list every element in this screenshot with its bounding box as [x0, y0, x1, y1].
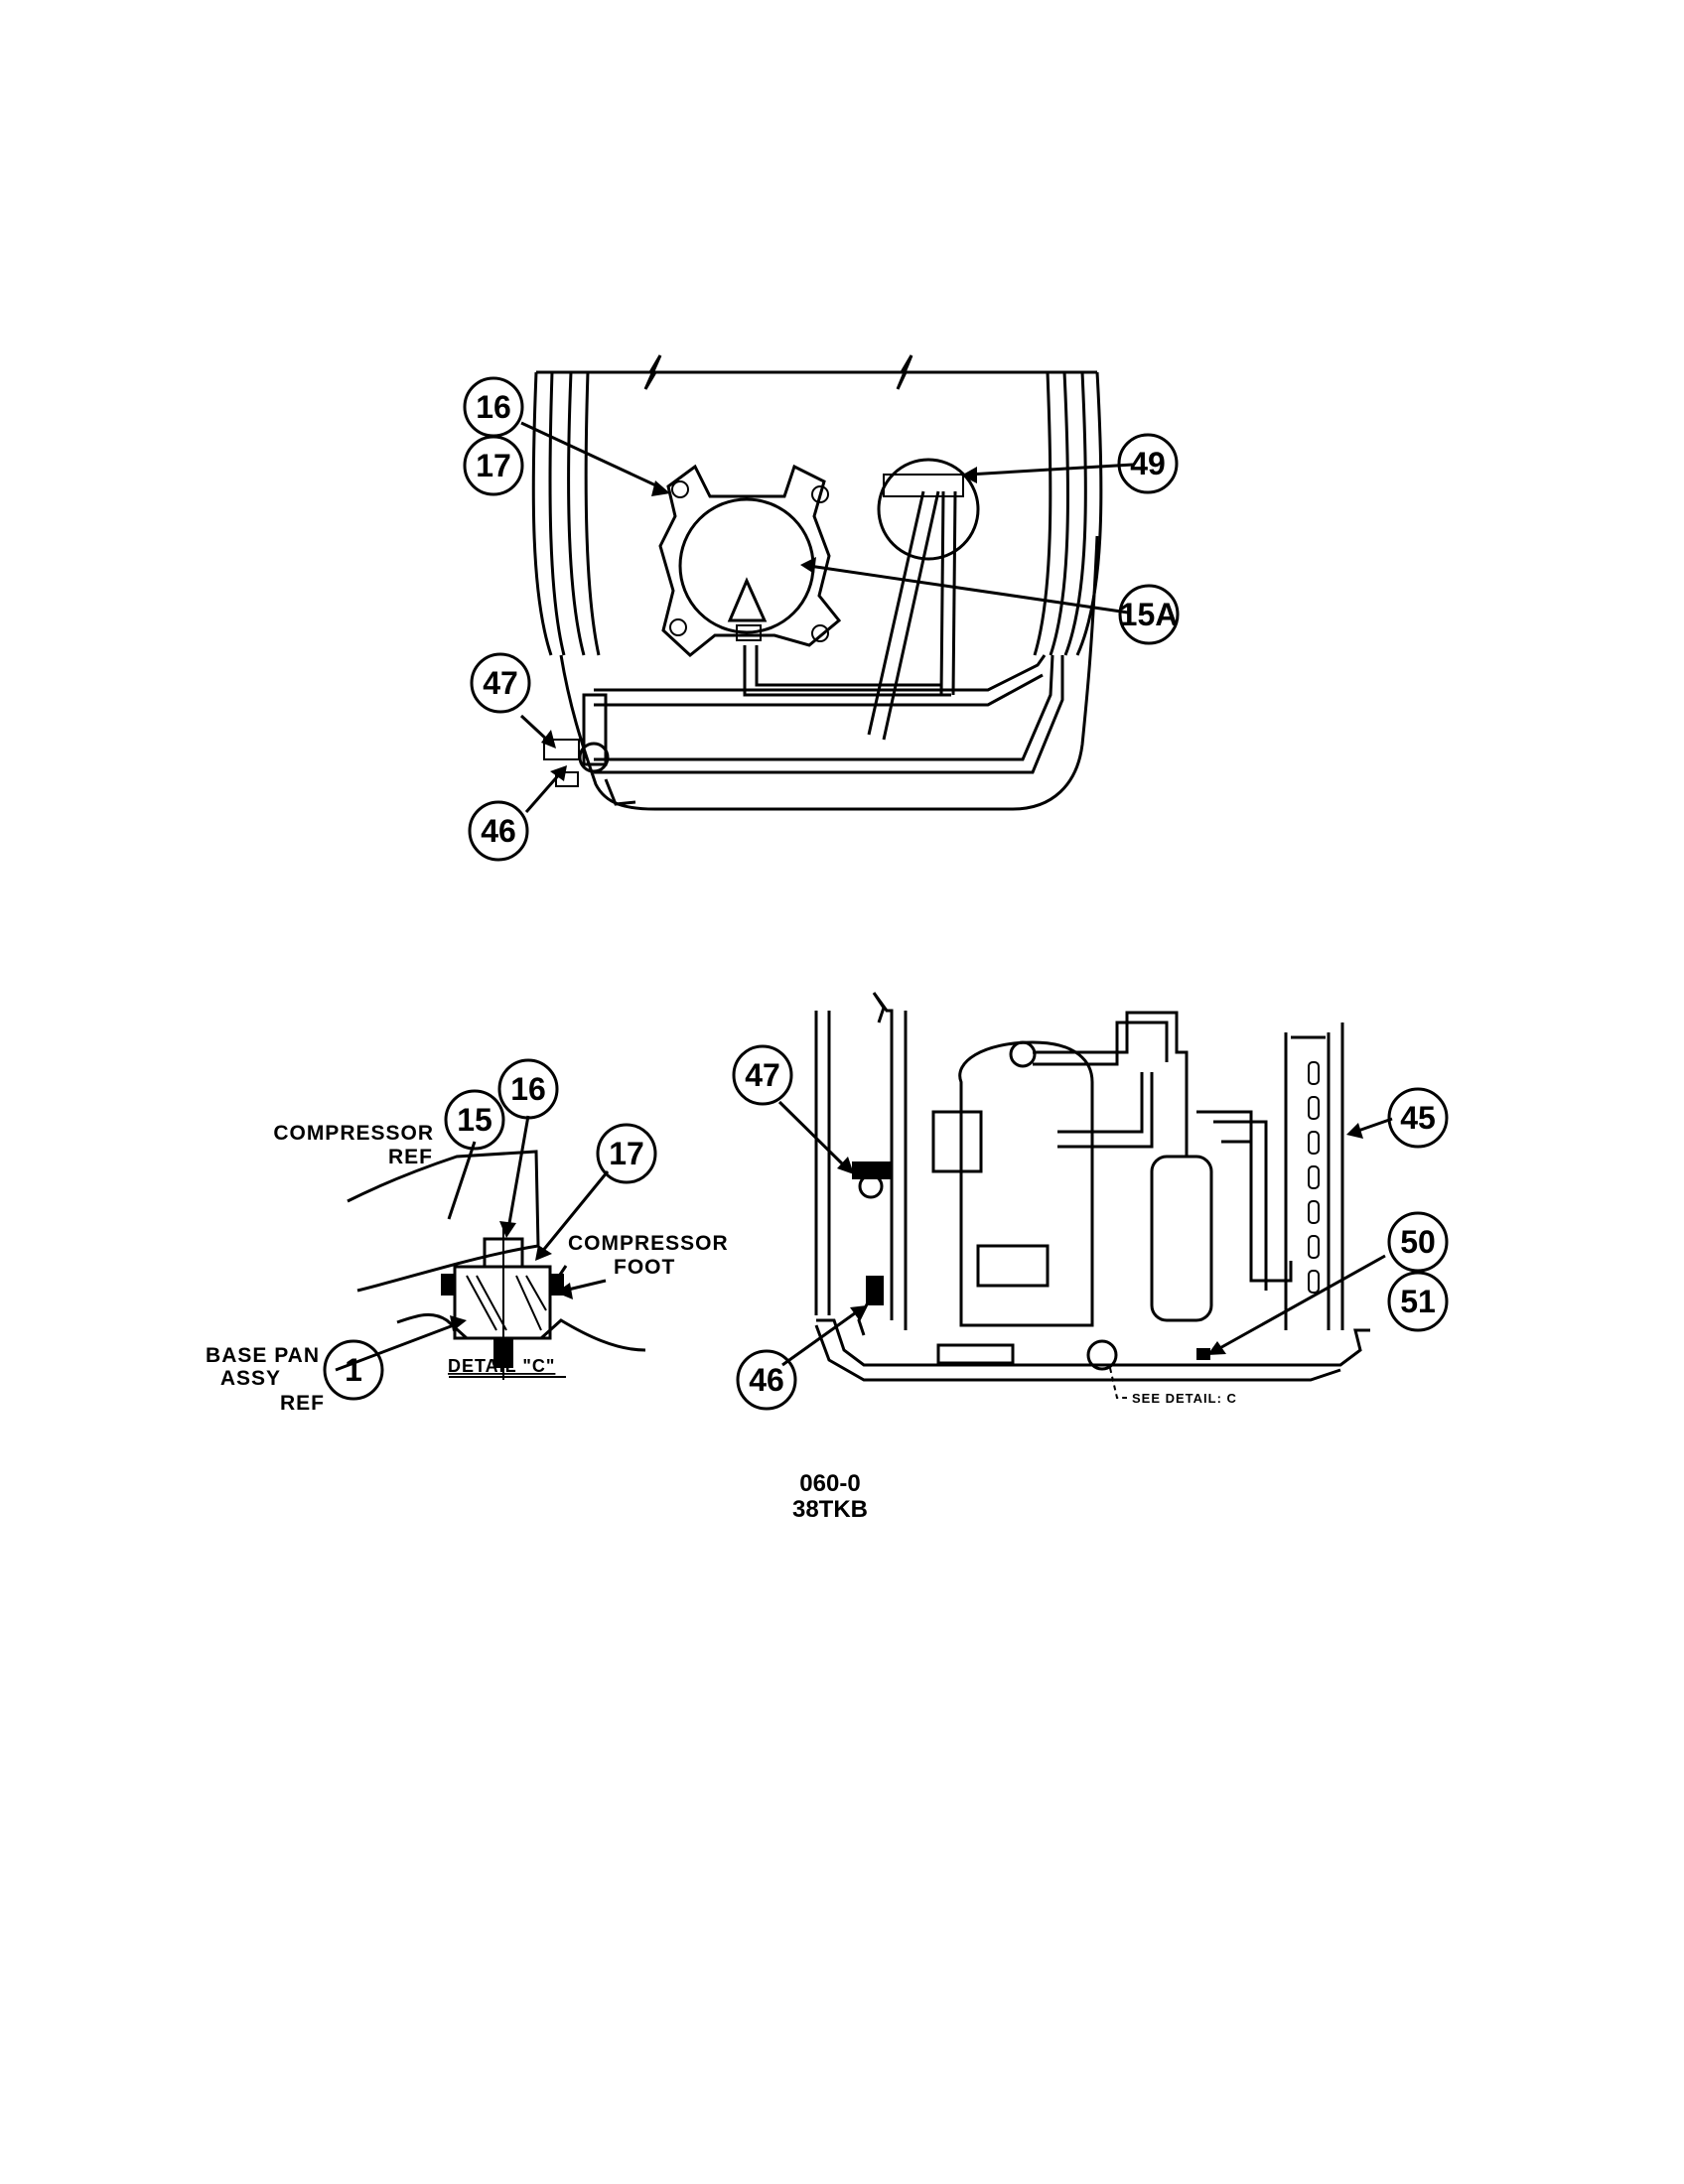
svg-text:46: 46 [749, 1362, 784, 1398]
model-code-line1: 060-0 [799, 1470, 860, 1497]
side-view: SEE DETAIL: C 47 45 50 51 46 [732, 992, 1449, 1411]
callout-46-side: 46 [736, 1349, 797, 1411]
compressor-foot-label-2: FOOT [614, 1256, 675, 1279]
callout-15a: 15A [1118, 584, 1180, 645]
svg-text:46: 46 [481, 813, 516, 849]
svg-text:16: 16 [476, 389, 511, 425]
svg-text:17: 17 [609, 1136, 644, 1171]
callout-45: 45 [1387, 1087, 1449, 1149]
detail-caption: DETAIL "C" [448, 1356, 555, 1376]
svg-text:15A: 15A [1120, 597, 1179, 632]
callout-17-top: 17 [463, 435, 524, 496]
svg-text:51: 51 [1400, 1284, 1436, 1319]
base-pan-label-2: ASSY [220, 1367, 281, 1390]
callout-16-top: 16 [463, 376, 524, 438]
callout-16-detail: 16 [497, 1058, 559, 1120]
svg-text:1: 1 [345, 1352, 362, 1388]
svg-text:50: 50 [1400, 1224, 1436, 1260]
svg-text:47: 47 [483, 665, 518, 701]
base-pan-label-1: BASE PAN [206, 1344, 320, 1367]
see-detail-label: SEE DETAIL: C [1132, 1391, 1237, 1406]
callout-49: 49 [1117, 433, 1179, 494]
callout-46-top: 46 [468, 800, 529, 862]
model-code-line2: 38TKB [792, 1496, 868, 1523]
top-view-callouts: 16 17 49 15A 47 46 [463, 376, 1180, 862]
compressor-foot-label-1: COMPRESSOR [568, 1232, 729, 1255]
model-label: 060-0 38TKB [792, 1470, 868, 1523]
detail-c: 15 16 17 1 COMPRESSOR REF COMPRESSOR FOO… [206, 1058, 729, 1415]
svg-text:16: 16 [510, 1071, 546, 1107]
callout-17-detail: 17 [596, 1123, 657, 1184]
compressor-ref-label-1: COMPRESSOR [273, 1122, 434, 1145]
svg-text:49: 49 [1130, 446, 1166, 481]
callout-15: 15 [444, 1089, 505, 1151]
svg-text:15: 15 [457, 1102, 492, 1138]
svg-text:45: 45 [1400, 1100, 1436, 1136]
base-pan-label-3: REF [280, 1392, 325, 1415]
top-view [531, 354, 1103, 811]
callout-1: 1 [323, 1339, 384, 1401]
coil-slots [1308, 1061, 1320, 1294]
callout-47-top: 47 [470, 652, 531, 714]
callout-50: 50 [1387, 1211, 1449, 1273]
svg-text:17: 17 [476, 448, 511, 483]
svg-text:47: 47 [745, 1057, 780, 1093]
callout-47-side: 47 [732, 1044, 793, 1106]
callout-51: 51 [1387, 1271, 1449, 1332]
compressor-ref-label-2: REF [388, 1146, 433, 1168]
